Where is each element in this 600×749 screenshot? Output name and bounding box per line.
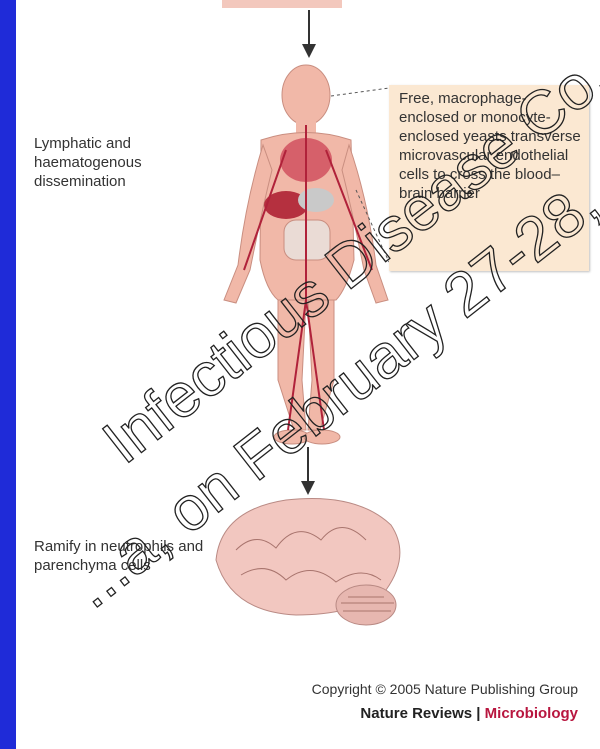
slide-panel: Lymphatic and haematogenous disseminatio… bbox=[16, 0, 600, 749]
top-image-fragment bbox=[222, 0, 342, 8]
arrow-down-icon bbox=[302, 10, 316, 58]
human-body-figure bbox=[224, 65, 388, 444]
callout-text: Free, macrophage-enclosed or monocyte-en… bbox=[399, 89, 583, 203]
arrow-down-icon bbox=[301, 447, 315, 495]
callout-box: Free, macrophage-enclosed or monocyte-en… bbox=[389, 85, 589, 271]
dissemination-label: Lymphatic and haematogenous disseminatio… bbox=[34, 134, 204, 191]
copyright-notice: Copyright © 2005 Nature Publishing Group bbox=[312, 681, 578, 697]
brain-label: Ramify in neutrophils and parenchyma cel… bbox=[34, 537, 204, 575]
journal-credit: Nature Reviews | Microbiology bbox=[360, 705, 578, 722]
journal-prefix: Nature Reviews | bbox=[360, 705, 484, 722]
brain-illustration bbox=[216, 498, 400, 625]
journal-name: Microbiology bbox=[485, 705, 578, 722]
